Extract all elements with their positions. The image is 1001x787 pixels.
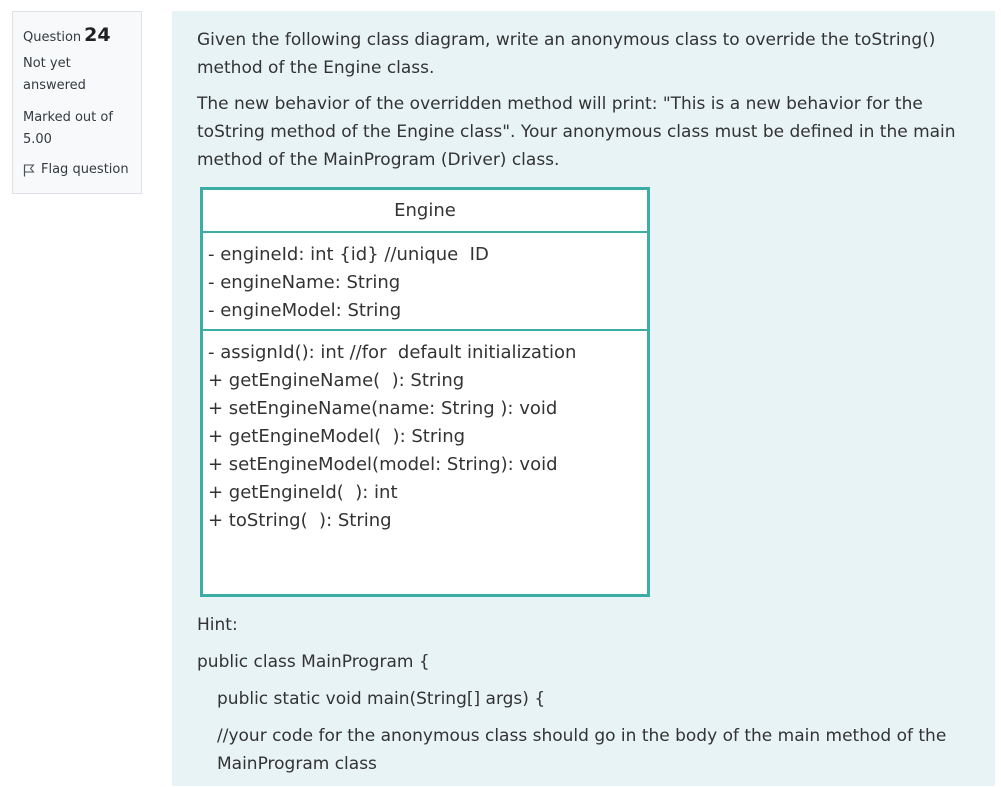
hint-code-line-3-text: //your code for the anonymous class shou… xyxy=(217,726,947,774)
uml-operation: + getEngineName( ): String xyxy=(208,370,465,391)
uml-attribute: - engineName: String xyxy=(208,272,401,293)
flag-icon xyxy=(23,164,35,176)
uml-operations: - assignId(): int //for default initiali… xyxy=(203,331,647,535)
uml-attribute: - engineId: int {id} //unique ID xyxy=(208,244,489,265)
uml-attribute: - engineModel: String xyxy=(208,300,402,321)
question-grade: Marked out of 5.00 xyxy=(23,110,113,147)
question-text-1: Given the following class diagram, write… xyxy=(197,30,936,78)
uml-operation: - assignId(): int //for default initiali… xyxy=(208,342,577,363)
hint-code-line-2: public static void main(String[] args) { xyxy=(217,689,546,709)
question-number: 24 xyxy=(84,24,111,46)
uml-attributes: - engineId: int {id} //unique ID - engin… xyxy=(203,233,647,331)
question-label: Question xyxy=(23,30,82,45)
uml-class-diagram: Engine - engineId: int {id} //unique ID … xyxy=(200,187,650,597)
hint-code-line-1: public class MainProgram { xyxy=(197,652,430,672)
flag-question-label: Flag question xyxy=(41,162,129,177)
hint-code-line-3: //your code for the anonymous class shou… xyxy=(197,722,977,778)
uml-operation: + getEngineId( ): int xyxy=(208,482,398,503)
hint-label: Hint: xyxy=(197,615,238,635)
question-text-2: The new behavior of the overridden metho… xyxy=(197,94,956,170)
uml-class-name: Engine xyxy=(203,190,647,233)
question-state: Not yet answered xyxy=(23,56,86,93)
flag-question-button[interactable]: Flag question xyxy=(23,159,131,181)
uml-operation: + setEngineName(name: String ): void xyxy=(208,398,558,419)
uml-operation: + setEngineModel(model: String): void xyxy=(208,454,558,475)
hint-block: Hint: public class MainProgram { public … xyxy=(197,611,977,787)
uml-operation: + toString( ): String xyxy=(208,510,392,531)
question-content: Given the following class diagram, write… xyxy=(172,11,995,786)
uml-operation: + getEngineModel( ): String xyxy=(208,426,466,447)
